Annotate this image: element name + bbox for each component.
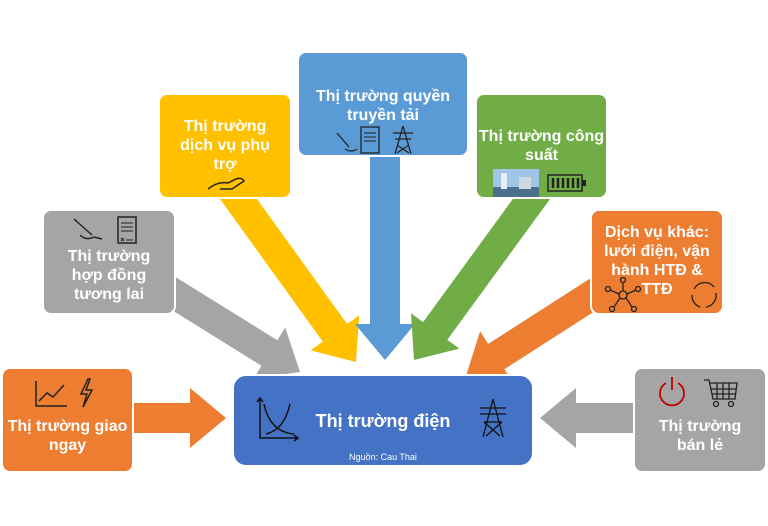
contract-icon bbox=[117, 216, 137, 244]
shopping-cart-icon bbox=[704, 379, 738, 408]
node-label: Thị trường giao ngay bbox=[7, 418, 128, 454]
battery-icon bbox=[547, 174, 586, 192]
arrow-from-transmission bbox=[355, 150, 415, 360]
node-spot-market: Thị trường giao ngay bbox=[1, 367, 134, 473]
helping-hand-icon bbox=[207, 177, 245, 190]
source-note: Nguồn: Cau Thai bbox=[349, 452, 417, 462]
network-icon bbox=[604, 277, 642, 313]
node-label: Thị trường bán lẻ bbox=[658, 418, 742, 454]
arrow-from-capacity bbox=[410, 181, 551, 360]
contract-sign-icon bbox=[336, 126, 380, 154]
arrow-from-retail bbox=[540, 388, 636, 448]
signing-hand-icon bbox=[73, 218, 103, 240]
node-label: Thị trường quyền truyền tải bbox=[315, 88, 451, 124]
node-label: Thị trường dịch vụ phụ trợ bbox=[180, 118, 270, 173]
node-futures-market: Thị trường hợp đồng tương lai bbox=[42, 209, 176, 315]
node-ancillary-market: Thị trường dịch vụ phụ trợ bbox=[158, 93, 292, 199]
node-label: Thị trường hợp đồng tương lai bbox=[67, 248, 151, 303]
node-label: Dịch vụ khác: lưới điện, vận hành HTĐ & … bbox=[604, 224, 710, 298]
arrow-from-ancillary bbox=[219, 181, 360, 362]
power-tower-icon bbox=[393, 125, 413, 155]
power-tower-icon bbox=[480, 398, 506, 438]
node-other-services: Dịch vụ khác: lưới điện, vận hành HTĐ & … bbox=[590, 209, 724, 315]
node-electricity-market: Thị trường điện Nguồn: Cau Thai bbox=[232, 374, 534, 467]
node-retail-market: Thị trường bán lẻ bbox=[633, 367, 767, 473]
arrow-from-spot bbox=[132, 388, 226, 448]
node-capacity-market: Thị trường công suất bbox=[475, 93, 608, 199]
power-button-icon bbox=[659, 377, 685, 407]
center-title: Thị trường điện bbox=[315, 411, 451, 431]
node-label: Thị trường công suất bbox=[478, 128, 605, 164]
arrow-from-other bbox=[466, 277, 609, 382]
power-plant-photo bbox=[493, 169, 539, 197]
cycle-icon bbox=[691, 281, 717, 308]
trend-chart-icon bbox=[35, 381, 67, 407]
arrow-from-futures bbox=[160, 277, 300, 379]
node-transmission-rights-market: Thị trường quyền truyền tải bbox=[297, 51, 469, 157]
lightning-icon bbox=[79, 378, 94, 408]
supply-demand-chart-icon bbox=[256, 396, 300, 442]
